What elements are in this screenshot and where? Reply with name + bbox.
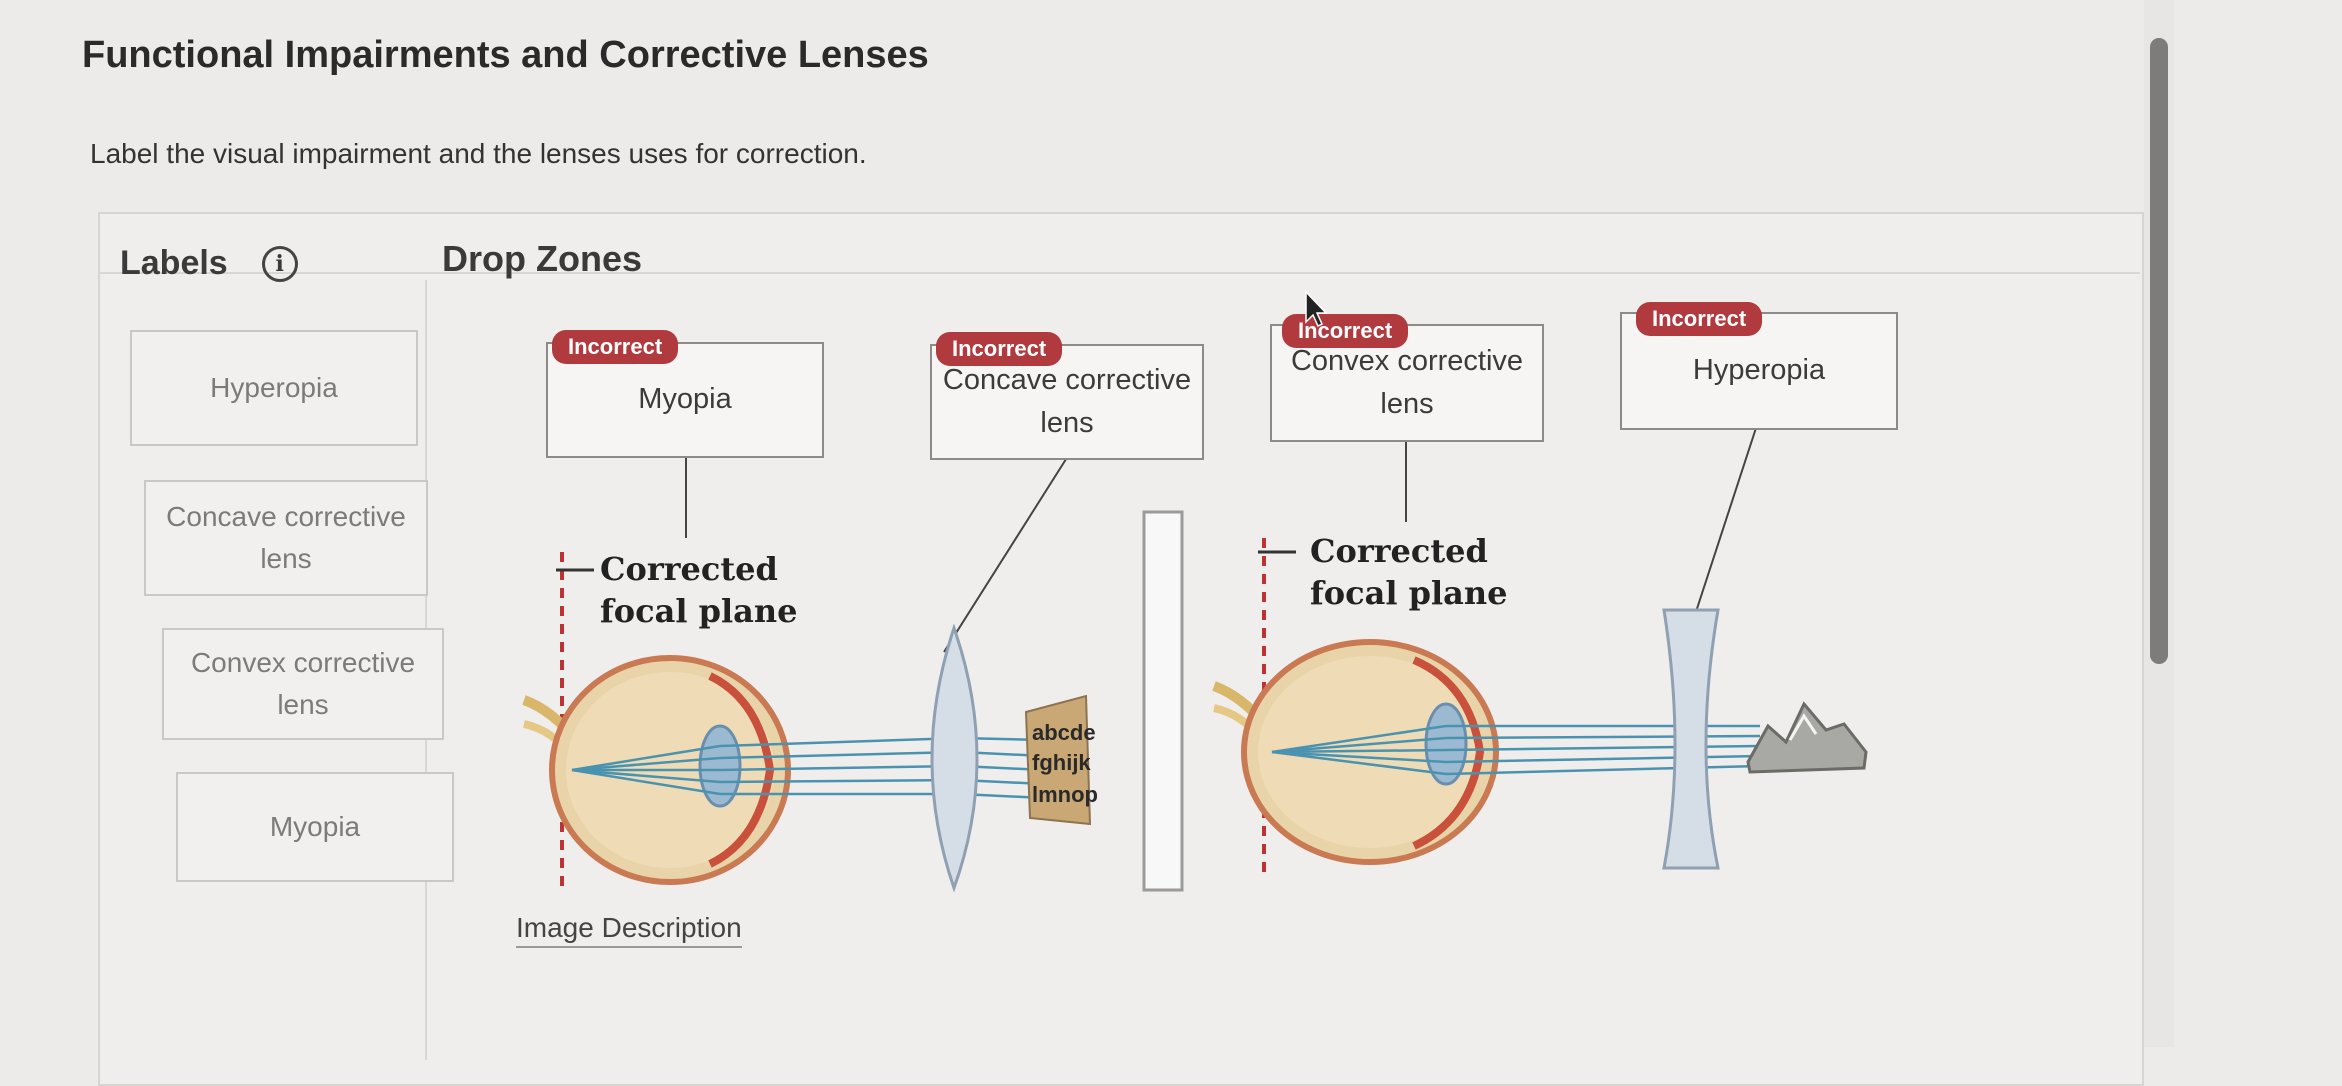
- incorrect-badge-1: Incorrect: [552, 330, 679, 364]
- incorrect-badge-3: Incorrect: [1282, 314, 1409, 348]
- focal-label-left-2: focal plane: [600, 592, 798, 630]
- leader-line-4: [1691, 427, 1757, 625]
- focal-label-left-1: Corrected: [600, 550, 778, 588]
- eye-lens-illustration: Corrected focal plane abcde fghijk lmnop: [522, 427, 1868, 893]
- scrollbar-thumb[interactable]: [2150, 38, 2168, 664]
- image-description-link[interactable]: Image Description: [516, 912, 742, 948]
- label-card-myopia[interactable]: Myopia: [176, 772, 454, 882]
- drop-zone-3[interactable]: Convex corrective lens: [1270, 324, 1544, 442]
- chart-line-3: lmnop: [1032, 782, 1098, 807]
- chart-line-2: fghijk: [1032, 750, 1091, 775]
- label-card-hyperopia[interactable]: Hyperopia: [130, 330, 418, 446]
- drop-zones-title: Drop Zones: [442, 238, 643, 279]
- light-rays-right: [1271, 724, 1761, 776]
- text-chart: abcde fghijk lmnop: [1024, 694, 1098, 826]
- incorrect-badge-4: Incorrect: [1636, 302, 1763, 336]
- incorrect-badge-2: Incorrect: [936, 332, 1063, 366]
- labels-title: Labels: [120, 244, 228, 282]
- page-title: Functional Impairments and Corrective Le…: [82, 34, 929, 76]
- focal-label-right-2: focal plane: [1310, 574, 1508, 612]
- concave-lens-shape: [1662, 608, 1720, 870]
- label-card-concave-lens[interactable]: Concave corrective lens: [144, 480, 428, 596]
- focal-label-right-1: Corrected: [1310, 532, 1488, 570]
- labels-header: Labels i: [120, 244, 298, 283]
- leader-line-2: [943, 455, 1069, 653]
- info-icon[interactable]: i: [261, 245, 298, 282]
- instructions-text: Label the visual impairment and the lens…: [90, 138, 867, 169]
- chart-line-1: abcde: [1032, 720, 1096, 745]
- figure-separator: [1142, 510, 1184, 892]
- distant-object: [1746, 701, 1868, 774]
- label-card-convex-lens[interactable]: Convex corrective lens: [162, 628, 444, 740]
- header-divider: [100, 272, 2140, 274]
- drop-zone-2[interactable]: Concave corrective lens: [930, 344, 1204, 460]
- convex-lens-shape: [930, 623, 979, 893]
